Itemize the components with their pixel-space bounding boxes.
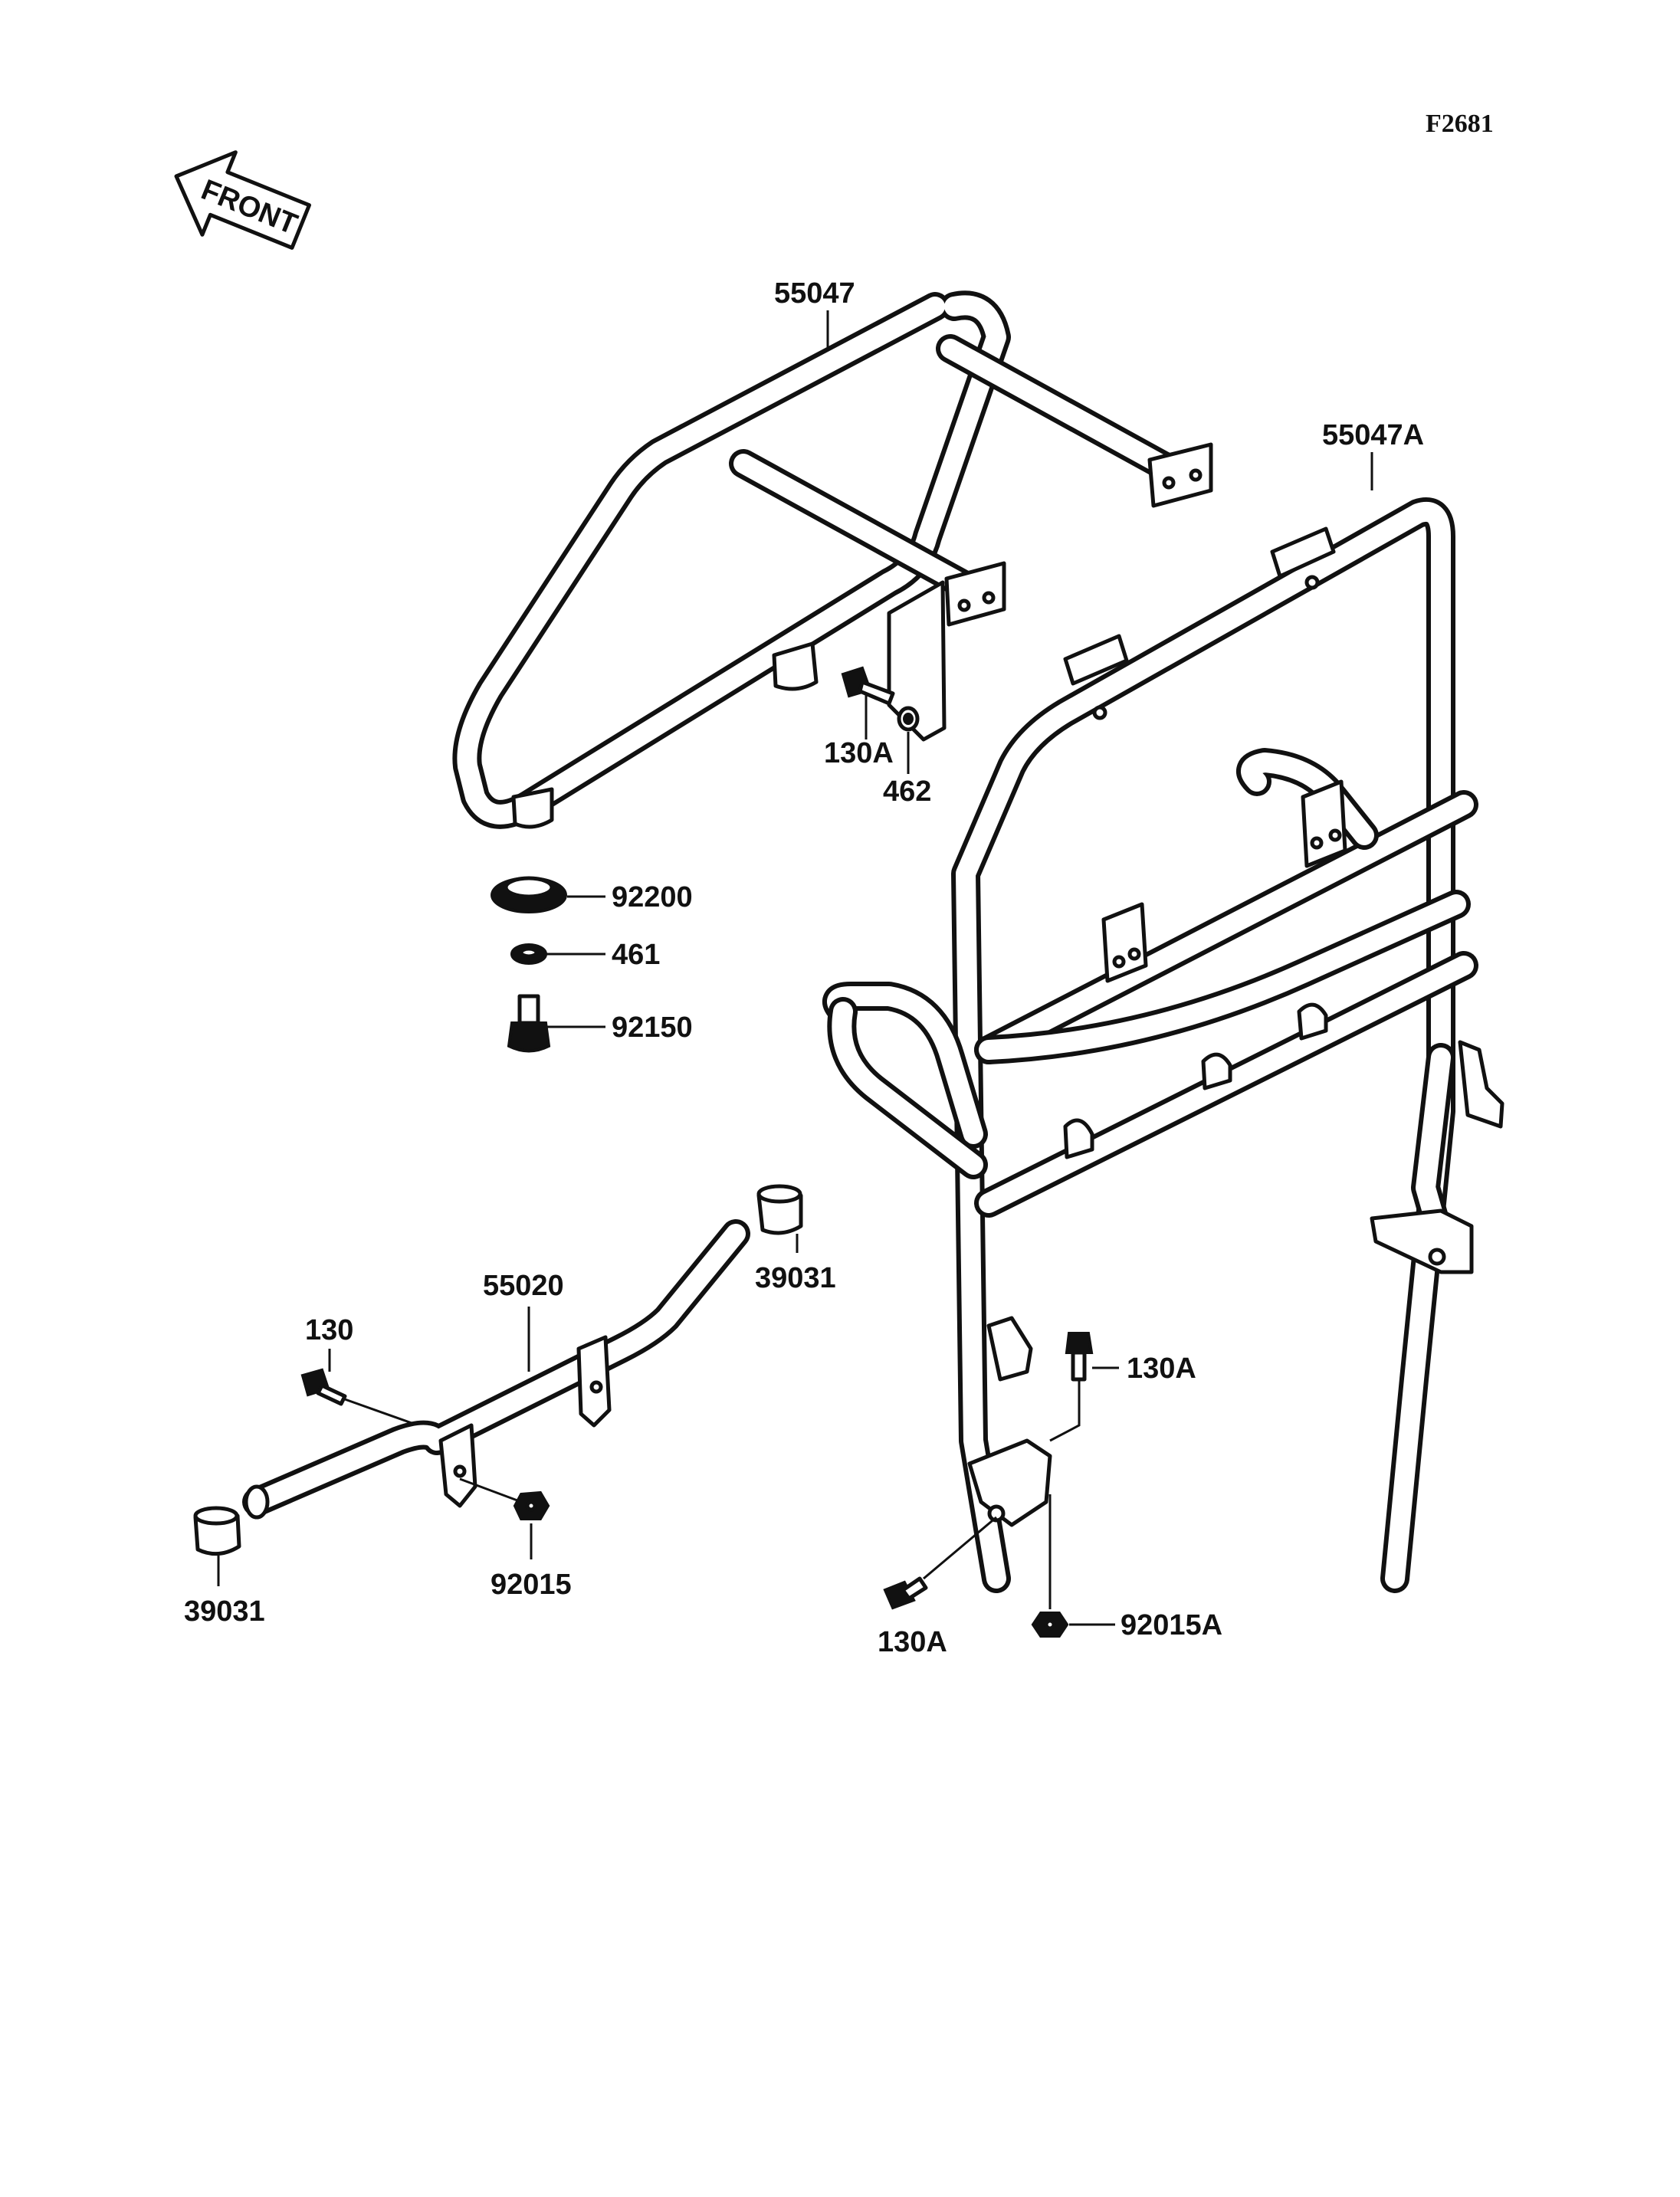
bolt-130A-bottom	[883, 1576, 928, 1610]
part-label-130: 130	[305, 1314, 353, 1346]
bolt-92150	[507, 994, 551, 1053]
part-label-130A-right: 130A	[1127, 1353, 1196, 1385]
lower-bar-55020	[242, 1219, 750, 1520]
part-label-39031-left: 39031	[184, 1595, 265, 1628]
washer-461	[510, 943, 547, 965]
nut-92015A	[1031, 1612, 1069, 1638]
part-label-92150: 92150	[612, 1012, 693, 1044]
bolt-130	[300, 1368, 347, 1406]
part-label-55047A: 55047A	[1322, 419, 1424, 451]
part-label-130A-upper: 130A	[824, 737, 894, 769]
bolt-130A-upper	[841, 666, 895, 706]
washer-462	[897, 706, 920, 732]
grommet-92200	[491, 876, 567, 913]
part-label-130A-bottom: 130A	[878, 1626, 947, 1658]
part-label-55047: 55047	[774, 277, 855, 310]
part-label-55020: 55020	[483, 1270, 564, 1302]
part-label-39031-right: 39031	[755, 1262, 836, 1294]
part-label-462: 462	[883, 776, 931, 808]
cap-39031-left	[193, 1506, 241, 1556]
nut-92015	[513, 1490, 550, 1520]
front-arrow: FRONT	[174, 150, 311, 250]
frame-55047A	[822, 497, 1504, 1593]
bolt-130A-right	[1065, 1332, 1094, 1382]
upper-rack-55047	[452, 290, 1213, 829]
part-label-92015: 92015	[491, 1569, 572, 1601]
part-label-461: 461	[612, 939, 660, 971]
cap-39031-right	[756, 1184, 803, 1235]
part-label-92200: 92200	[612, 881, 693, 913]
figure-ref: F2681	[1426, 110, 1494, 138]
part-label-92015A: 92015A	[1121, 1609, 1222, 1641]
